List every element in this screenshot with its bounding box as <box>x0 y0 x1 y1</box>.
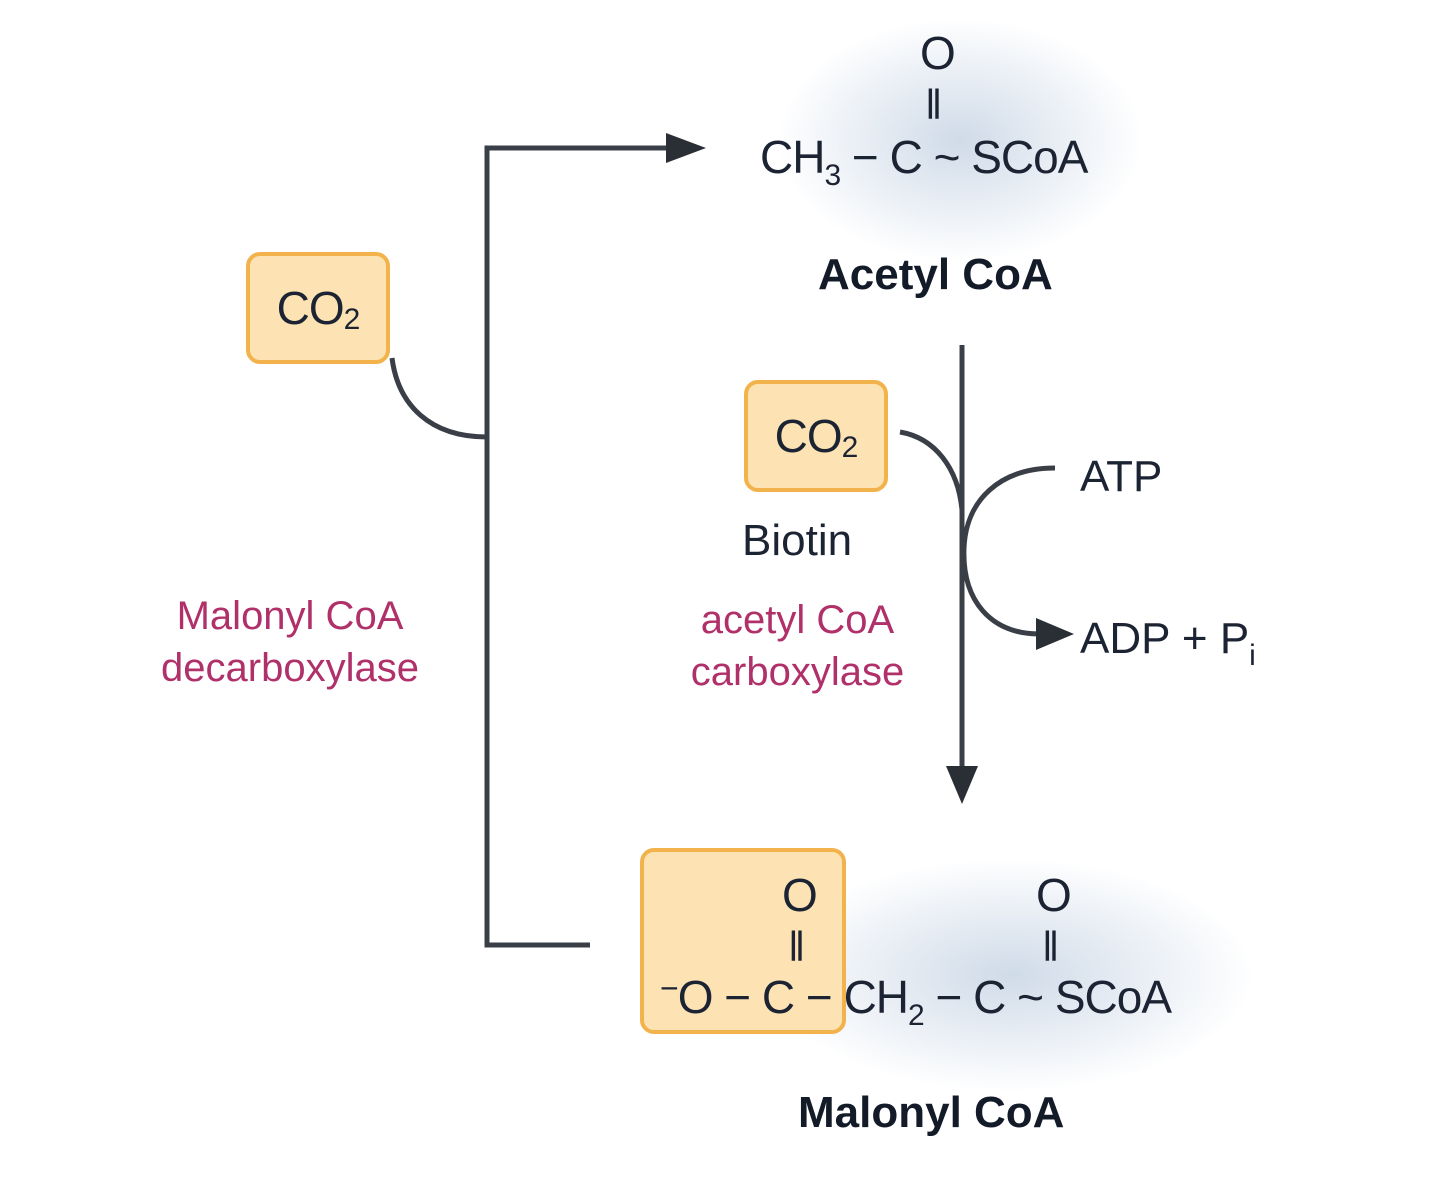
adp-arrowhead <box>1036 618 1074 650</box>
malonyl-dbl2: ‖ <box>1042 923 1059 970</box>
acetyl-arrowhead <box>666 133 706 163</box>
malonyl-c1: C <box>761 971 795 1023</box>
malonyl-oa: O <box>677 971 714 1023</box>
malonyl-glow <box>770 860 1250 1090</box>
malonyl-charge: − <box>660 970 679 1006</box>
malonyl-ch: CH <box>843 971 909 1023</box>
acetyl-c: C <box>889 131 923 183</box>
atp-adp-curve <box>961 465 1056 637</box>
acetyl-formula: CH3 − C ~ SCoA <box>760 131 1088 191</box>
malonyl-c2: C <box>973 971 1006 1023</box>
decarboxylase-path <box>484 145 668 948</box>
acetyl-bond: − <box>851 131 879 183</box>
co2-left-sub: 2 <box>343 303 361 336</box>
enzyme-left: Malonyl CoA decarboxylase <box>135 590 445 694</box>
co2-right-curve <box>899 429 965 511</box>
malonyl-bond3: − <box>935 971 963 1023</box>
acetyl-carbonyl-o: O <box>920 27 956 79</box>
malonyl-o1: O <box>782 869 818 921</box>
malonyl-dbl1: ‖ <box>788 923 805 970</box>
atp-label: ATP <box>1080 452 1163 501</box>
malonyl-bond2: − <box>805 971 833 1023</box>
co2-right-sub: 2 <box>841 431 859 464</box>
adp-sub: i <box>1249 639 1256 672</box>
acetyl-ch: CH <box>760 131 825 183</box>
acetyl-double-bond: ‖ <box>925 81 942 128</box>
enzyme-left-line2: decarboxylase <box>161 646 419 690</box>
malonyl-scoa: SCoA <box>1054 971 1172 1023</box>
malonyl-o2: O <box>1036 869 1072 921</box>
enzyme-right: acetyl CoA carboxylase <box>660 594 935 698</box>
malonyl-formula: −O − C − CH2 − C ~ SCoA <box>660 971 1172 1031</box>
adp-text: ADP + P <box>1080 614 1250 663</box>
acetyl-tilde: ~ <box>933 131 961 183</box>
malonyl-arrowhead <box>946 766 978 804</box>
malonyl-ch-sub: 2 <box>908 999 925 1032</box>
co2-left-curve <box>389 357 488 440</box>
co2-right-main: CO <box>774 410 843 462</box>
biotin-label: Biotin <box>742 516 853 565</box>
co2-left-main: CO <box>276 282 345 334</box>
adp-label: ADP + Pi <box>1080 614 1256 672</box>
acetyl-glow <box>780 20 1140 260</box>
acetyl-scoa: SCoA <box>971 131 1088 183</box>
malonyl-coa-name: Malonyl CoA <box>798 1088 1065 1137</box>
acetyl-ch-sub: 3 <box>824 159 841 192</box>
malonyl-tilde: ~ <box>1017 971 1044 1023</box>
malonyl-carboxyl-box <box>640 848 846 1034</box>
acetyl-coa-name: Acetyl CoA <box>818 250 1053 299</box>
enzyme-right-line2: carboxylase <box>690 650 905 694</box>
enzyme-left-line1: Malonyl CoA <box>176 594 404 638</box>
enzyme-right-line1: acetyl CoA <box>700 598 895 642</box>
malonyl-bond1: − <box>724 971 751 1023</box>
